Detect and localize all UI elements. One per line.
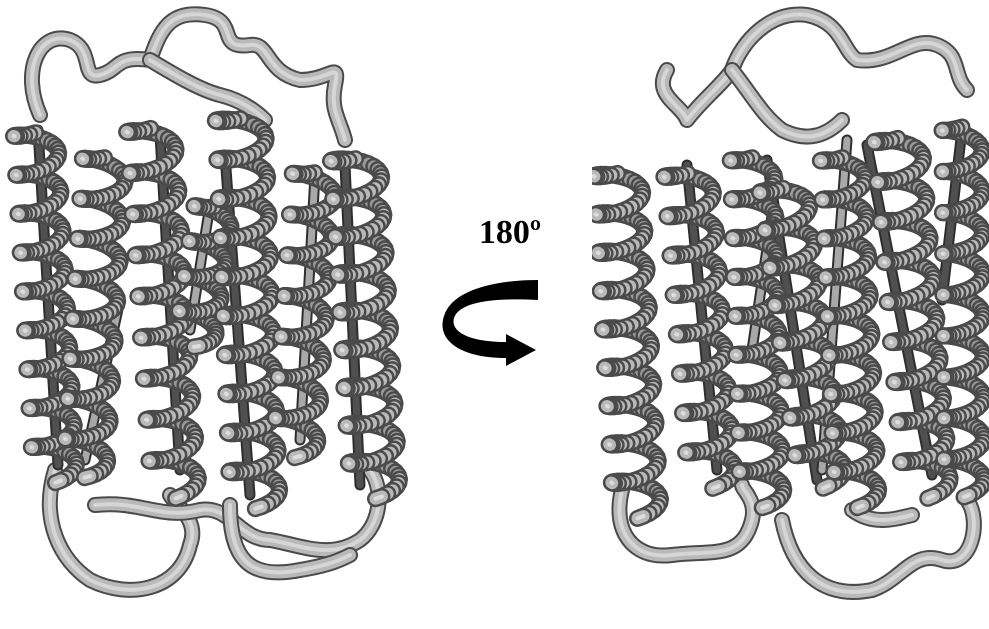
protein-structure-back-view — [592, 0, 989, 629]
rotation-angle-label: 180º — [455, 214, 565, 252]
bottom-loop-1 — [50, 470, 192, 590]
top-crossover — [150, 60, 265, 120]
helix-7 — [331, 159, 400, 499]
protein-structure-front-view — [0, 0, 420, 629]
rotate-arrow-icon — [440, 270, 550, 370]
helix-axis-7 — [345, 165, 360, 485]
helix-6 — [874, 138, 950, 498]
top-crossover — [732, 70, 842, 137]
helix-2 — [664, 173, 735, 488]
top-loop — [663, 14, 967, 120]
rotate-arrow-shape — [442, 280, 538, 366]
helix-1 — [594, 173, 661, 518]
